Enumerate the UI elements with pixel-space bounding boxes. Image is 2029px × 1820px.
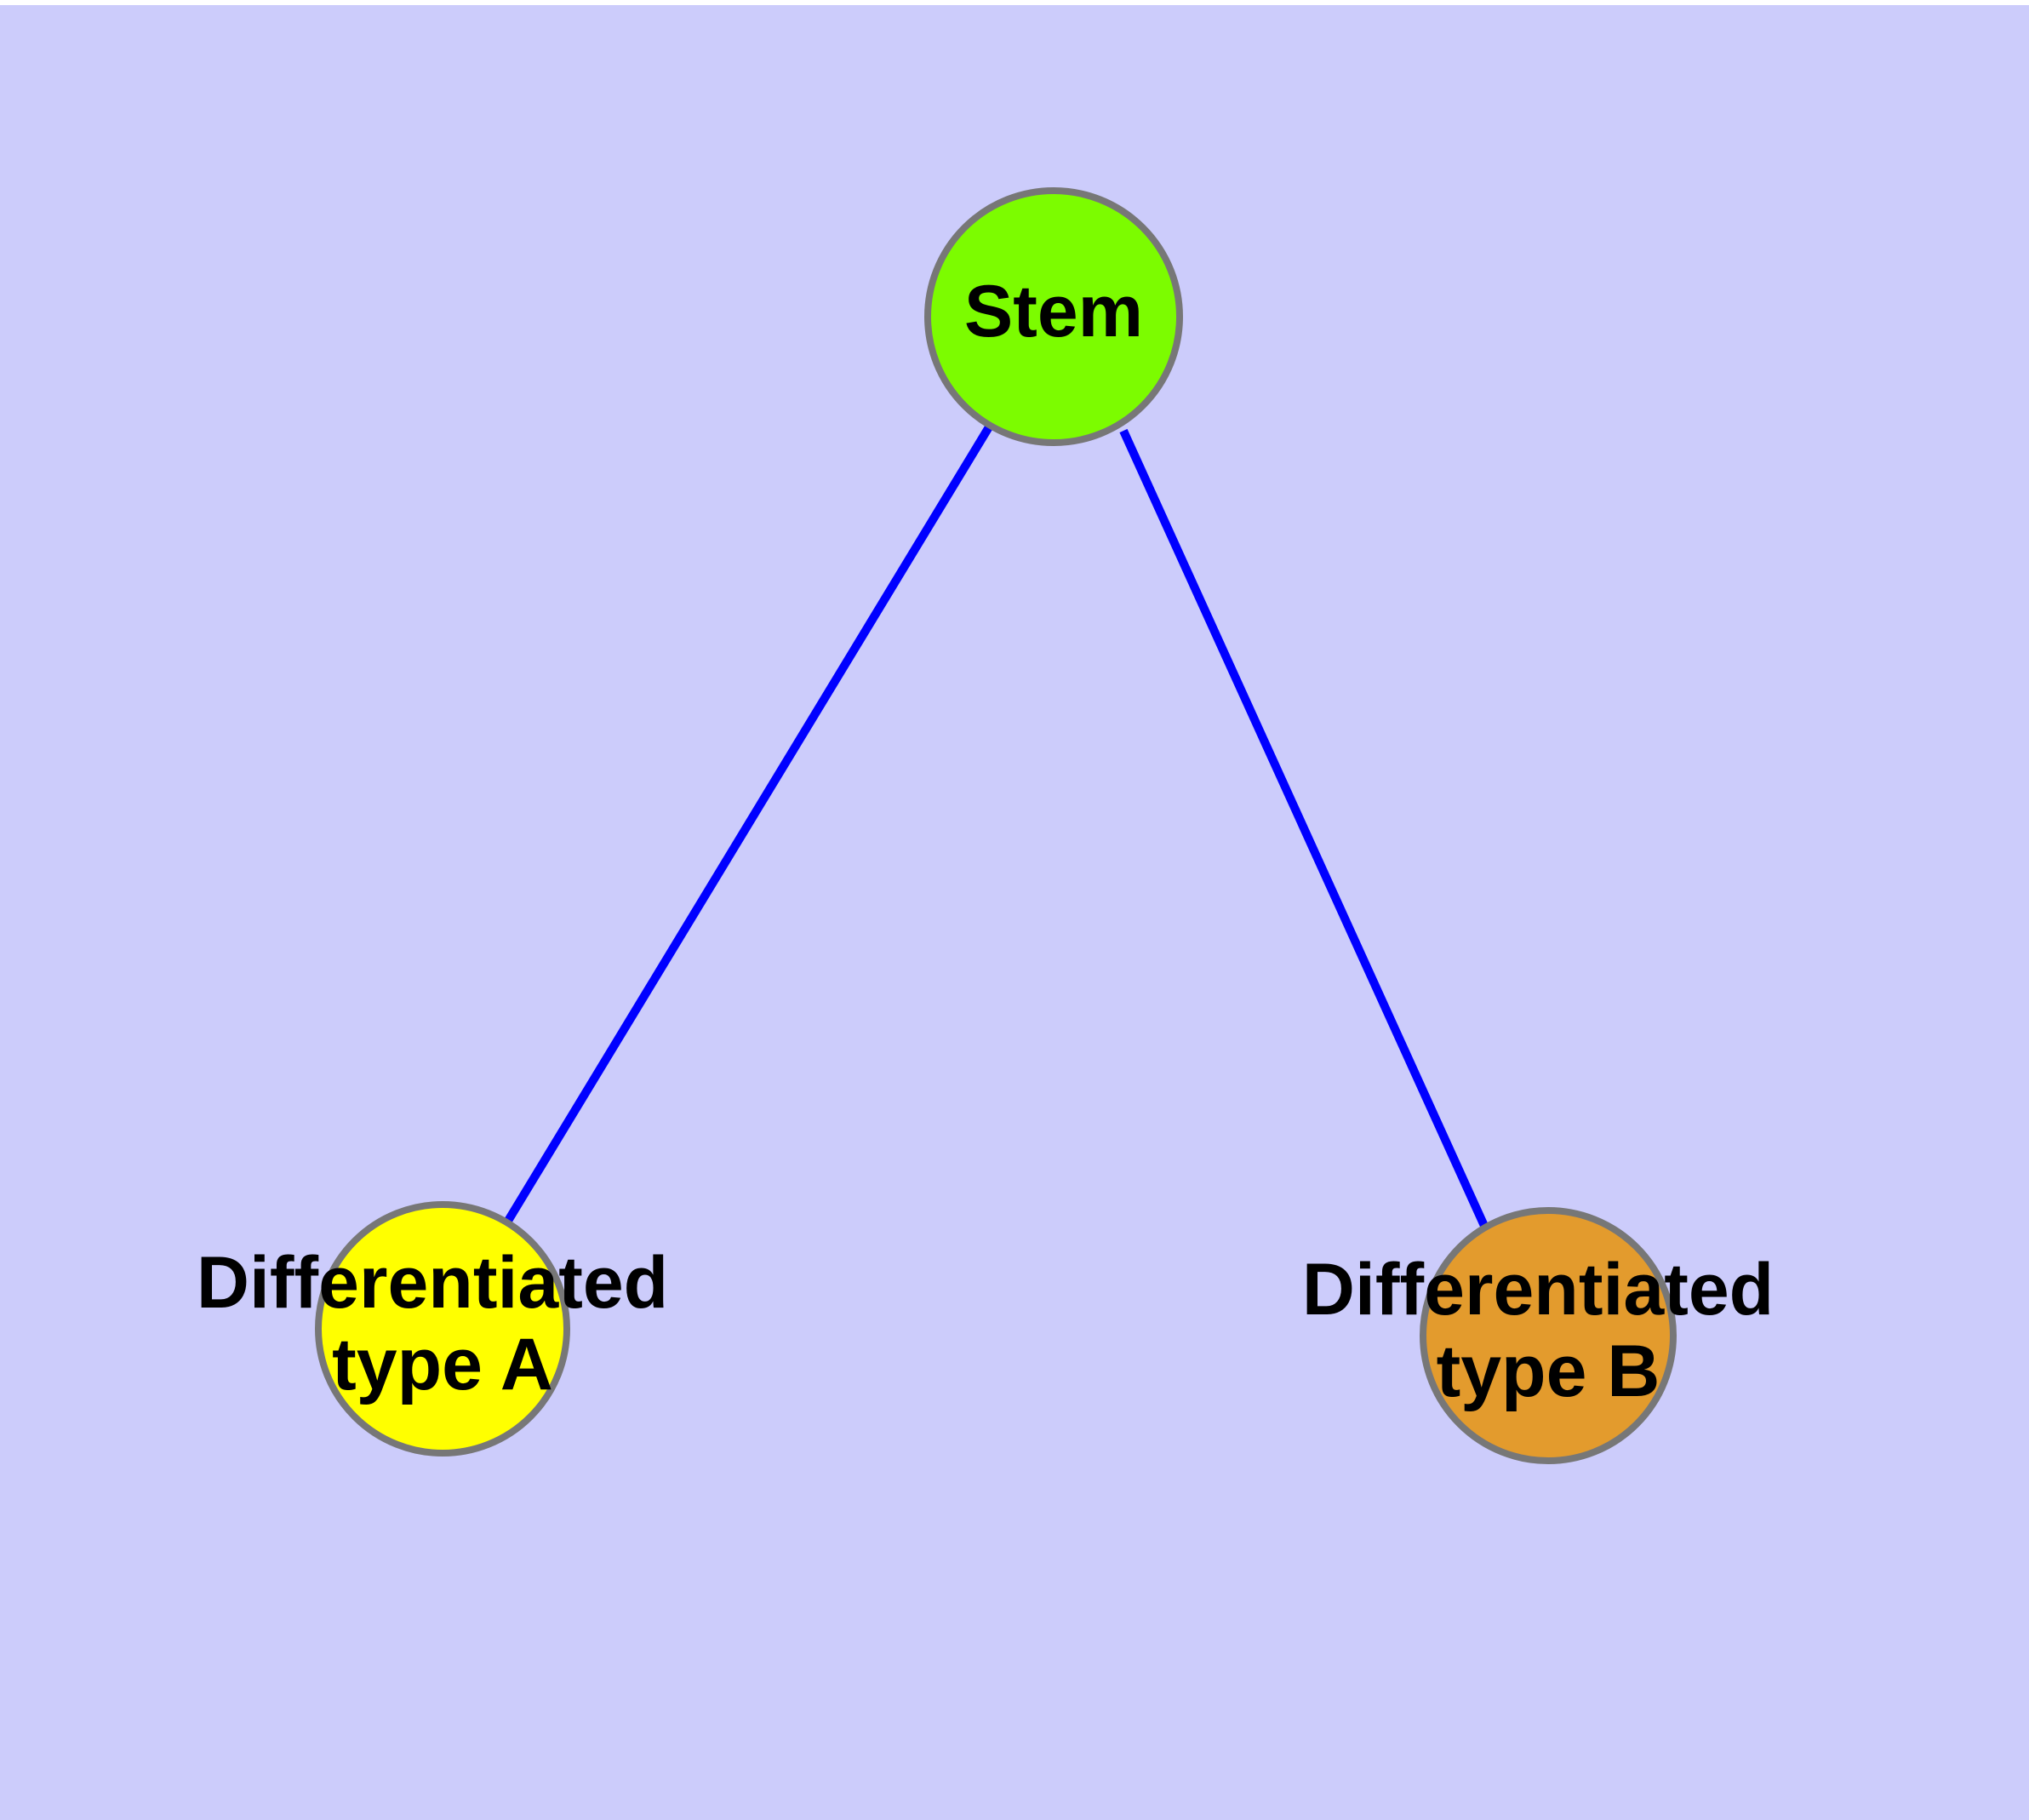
node-layer: Stem Differentiated type A Differentiate… [197, 187, 1794, 1464]
edge-layer [504, 423, 1489, 1228]
edge-stem-to-diff-a[interactable] [504, 423, 994, 1223]
node-stem-circle[interactable] [924, 187, 1183, 446]
node-stem-label-line-1: Stem [964, 271, 1143, 352]
node-differentiated-type-b-circle[interactable] [1420, 1207, 1677, 1464]
node-stem[interactable]: Stem [924, 187, 1183, 446]
node-differentiated-type-b-label-line-1: Differentiated [1302, 1249, 1774, 1331]
top-margin-strip [0, 0, 2029, 5]
node-differentiated-type-a-label-line-2: type A [332, 1324, 553, 1405]
node-differentiated-type-a[interactable]: Differentiated type A [197, 1201, 689, 1457]
node-differentiated-type-a-circle[interactable] [315, 1201, 570, 1457]
node-differentiated-type-b[interactable]: Differentiated type B [1302, 1207, 1794, 1464]
node-differentiated-type-b-label: Differentiated type B [1302, 1249, 1794, 1412]
node-differentiated-type-a-label-line-1: Differentiated [197, 1242, 668, 1324]
edge-stem-to-diff-b[interactable] [1119, 428, 1489, 1228]
node-differentiated-type-a-label: Differentiated type A [197, 1242, 689, 1405]
node-differentiated-type-b-label-line-2: type B [1437, 1331, 1660, 1412]
node-stem-label: Stem [964, 271, 1143, 352]
